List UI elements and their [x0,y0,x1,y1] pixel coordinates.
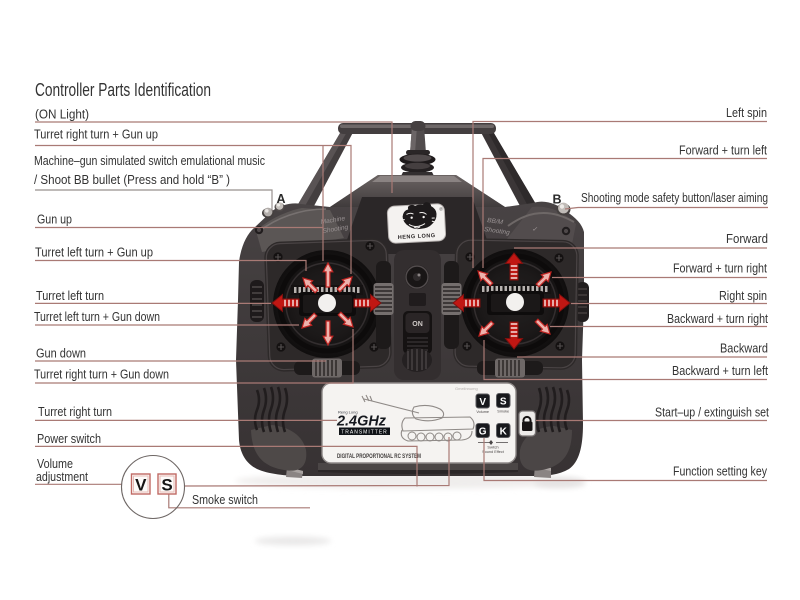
svg-text:Right spin: Right spin [719,288,767,303]
svg-text:K: K [500,427,508,438]
svg-text:Switch: Switch [487,446,498,450]
svg-text:Forward + turn left: Forward + turn left [679,143,767,158]
svg-text:Turret right turn: Turret right turn [38,404,112,419]
svg-text:Controller Parts Identificatio: Controller Parts Identification [35,80,211,100]
svg-text:S: S [500,397,507,408]
svg-text:Turret left turn + Gun down: Turret left turn + Gun down [34,309,160,324]
svg-text:S: S [161,476,172,495]
svg-text:HENG LONG: HENG LONG [398,233,436,241]
svg-text:Backward: Backward [720,341,768,356]
svg-text:Smoke: Smoke [497,410,509,414]
svg-text:Turret right turn + Gun up: Turret right turn + Gun up [34,127,158,142]
svg-text:ON: ON [412,321,423,328]
svg-text:B: B [552,193,561,207]
svg-text:BB/M: BB/M [487,217,504,226]
svg-text:TRANSMITTER: TRANSMITTER [341,430,388,436]
svg-text:Start–up / extinguish set: Start–up / extinguish set [655,405,769,420]
svg-text:/ Shoot BB bullet (Press and h: / Shoot BB bullet (Press and hold “B” ) [34,172,230,187]
svg-text:Power switch: Power switch [37,431,101,446]
svg-text:(ON Light): (ON Light) [35,107,89,122]
svg-text:V: V [135,476,147,495]
svg-text:Machine–gun simulated switch e: Machine–gun simulated switch emulational… [34,153,265,168]
svg-text:Gmeilnnumg: Gmeilnnumg [455,386,478,391]
svg-text:Shooting mode safety button/la: Shooting mode safety button/laser aiming [581,190,768,205]
svg-text:Sound Effect: Sound Effect [482,450,505,454]
svg-text:Backward + turn right: Backward + turn right [667,311,768,326]
svg-text:Reng Long: Reng Long [338,410,358,415]
svg-text:adjustment: adjustment [36,469,88,484]
svg-text:Forward + turn right: Forward + turn right [673,261,767,276]
svg-text:Volume: Volume [476,410,489,414]
svg-text:Turret right turn + Gun down: Turret right turn + Gun down [34,367,169,382]
svg-text:Machine: Machine [320,215,346,226]
svg-text:DIGITAL PROPORTIONAL RC SYSTEM: DIGITAL PROPORTIONAL RC SYSTEM [337,454,421,460]
svg-text:Left spin: Left spin [726,105,767,120]
svg-text:Gun up: Gun up [37,212,72,227]
svg-text:®: ® [439,206,443,213]
svg-text:Smoke switch: Smoke switch [192,492,258,507]
svg-text:Backward + turn left: Backward + turn left [672,363,768,378]
svg-text:V: V [479,397,486,408]
svg-text:G: G [479,427,487,438]
svg-text:✓: ✓ [532,226,539,234]
svg-text:Volume: Volume [37,456,73,471]
svg-text:Forward: Forward [726,231,768,246]
svg-text:Gun down: Gun down [36,346,86,361]
svg-text:Turret left turn: Turret left turn [36,288,104,303]
svg-text:Shooting: Shooting [484,226,511,237]
svg-text:A: A [276,192,285,206]
svg-text:Turret left turn + Gun up: Turret left turn + Gun up [35,245,153,260]
svg-text:Function setting key: Function setting key [673,464,767,479]
svg-text:Shooting: Shooting [322,224,349,235]
svg-text:2.4GHz: 2.4GHz [336,414,387,430]
